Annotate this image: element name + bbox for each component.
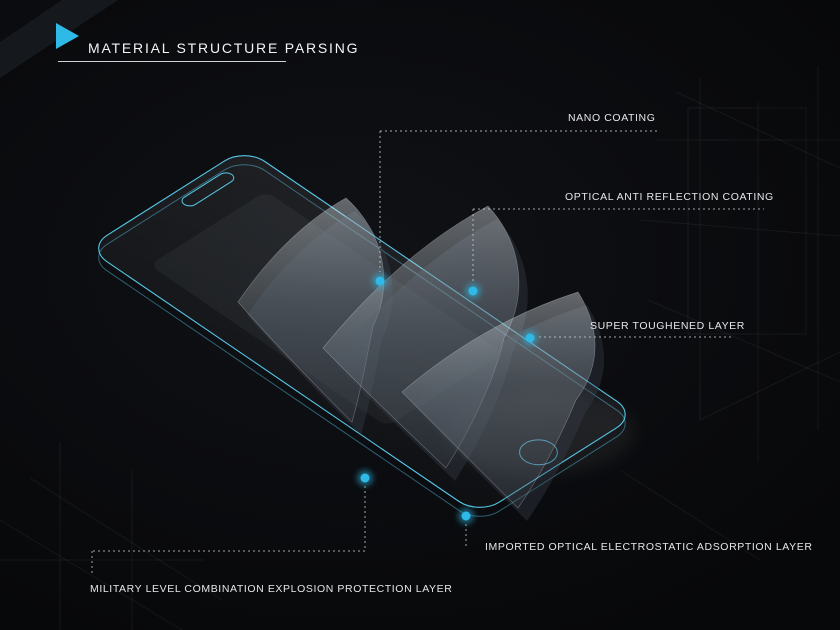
leader-line-nano-coating: [379, 130, 658, 272]
earpiece-cutout: [179, 171, 237, 208]
peeled-layers: [237, 197, 605, 521]
page-title: MATERIAL STRUCTURE PARSING: [88, 40, 360, 56]
callout-label-imported-optical-electrostatic-adsorption-layer: IMPORTED OPTICAL ELECTROSTATIC ADSORPTIO…: [485, 541, 813, 553]
marker-dots: [357, 273, 538, 524]
marker-dot-imported-optical: [458, 508, 474, 524]
marker-dot-military-level: [357, 470, 373, 486]
play-triangle-icon: [56, 23, 79, 49]
marker-dot-nano-coating: [372, 273, 388, 289]
callout-label-optical-anti-reflection-coating: OPTICAL ANTI REFLECTION COATING: [565, 191, 774, 203]
callout-label-military-level-combination-explosion-protection-layer: MILITARY LEVEL COMBINATION EXPLOSION PRO…: [90, 583, 453, 595]
peeled-layer-3: [401, 291, 596, 509]
title-underline: [58, 61, 286, 62]
leader-lines: [91, 130, 764, 574]
callout-label-nano-coating: NANO COATING: [568, 112, 656, 124]
marker-dot-optical-anti-reflection: [465, 283, 481, 299]
leader-line-optical-anti-reflection: [472, 208, 764, 282]
background-wireframe: [0, 66, 840, 630]
leader-line-military-level: [91, 486, 366, 574]
marker-dot-super-toughened: [522, 330, 538, 346]
callout-label-super-toughened-layer: SUPER TOUGHENED LAYER: [590, 320, 745, 332]
